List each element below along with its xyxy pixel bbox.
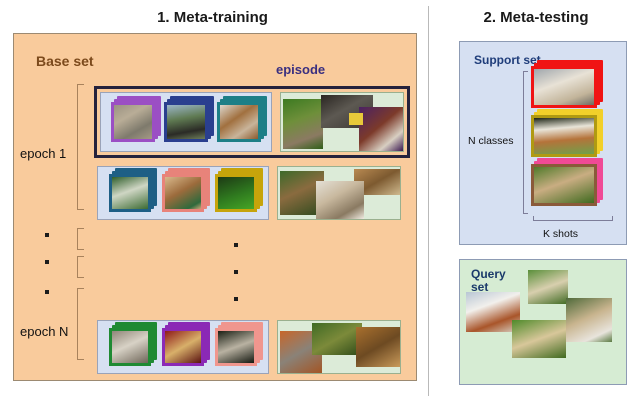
support-card[interactable] [214,168,263,212]
support-card[interactable] [109,322,158,366]
query-set-label-line1: Query [471,267,506,281]
episode-query-box [280,92,404,152]
epoch-ellipsis-dot [45,233,49,237]
epoch-ellipsis-brace-b [77,256,84,278]
episode-ellipsis-dot [234,297,238,301]
k-shots-label: K shots [543,228,579,240]
episode-label: episode [276,62,326,77]
base-set-label: Base set [36,53,94,69]
episode-support-box [97,320,269,374]
query-thumb-accent [349,113,363,125]
query-set-panel [459,259,627,385]
episode-support-box [97,166,269,220]
support-card[interactable] [214,322,263,366]
support-class-card[interactable] [531,109,603,157]
query-thumb[interactable] [512,320,566,358]
epoch-ellipsis-brace-a [77,228,84,250]
support-card[interactable] [216,96,267,142]
support-card[interactable] [161,322,210,366]
query-thumb[interactable] [466,292,520,332]
query-thumb[interactable] [356,327,400,367]
query-thumb[interactable] [566,298,612,342]
epoch-last-label: epoch N [20,324,69,339]
n-classes-brace [523,71,528,214]
query-thumb[interactable] [316,181,364,219]
query-thumb[interactable] [359,107,403,151]
epoch-last-brace [77,288,84,360]
episode-row[interactable] [97,320,401,374]
episode-row[interactable] [94,86,410,158]
support-card[interactable] [109,168,158,212]
episode-support-box [100,92,272,152]
support-class-card[interactable] [531,158,603,206]
query-set-label-line2: set [471,280,489,294]
episode-query-box [277,166,401,220]
epoch-ellipsis-dot [45,260,49,264]
query-set-label: Query set [471,268,506,294]
epoch-ellipsis-dot [45,290,49,294]
panel-divider [428,6,429,396]
support-card[interactable] [111,96,162,142]
episode-ellipsis-dot [234,243,238,247]
support-card[interactable] [163,96,214,142]
k-shots-brace [533,216,613,221]
episode-query-box [277,320,401,374]
support-class-card[interactable] [531,60,603,108]
support-set-card-stack [531,60,603,213]
episode-row[interactable] [97,166,401,220]
epoch-first-brace [77,84,84,210]
n-classes-label: N classes [468,135,514,147]
support-card[interactable] [161,168,210,212]
query-thumb[interactable] [283,99,323,149]
meta-training-title: 1. Meta-training [157,9,268,26]
query-thumb[interactable] [312,323,362,355]
episode-ellipsis-dot [234,270,238,274]
support-set-label: Support set [474,53,541,67]
query-thumb[interactable] [528,270,568,304]
epoch-first-label: epoch 1 [20,146,67,161]
meta-testing-title: 2. Meta-testing [483,9,589,26]
